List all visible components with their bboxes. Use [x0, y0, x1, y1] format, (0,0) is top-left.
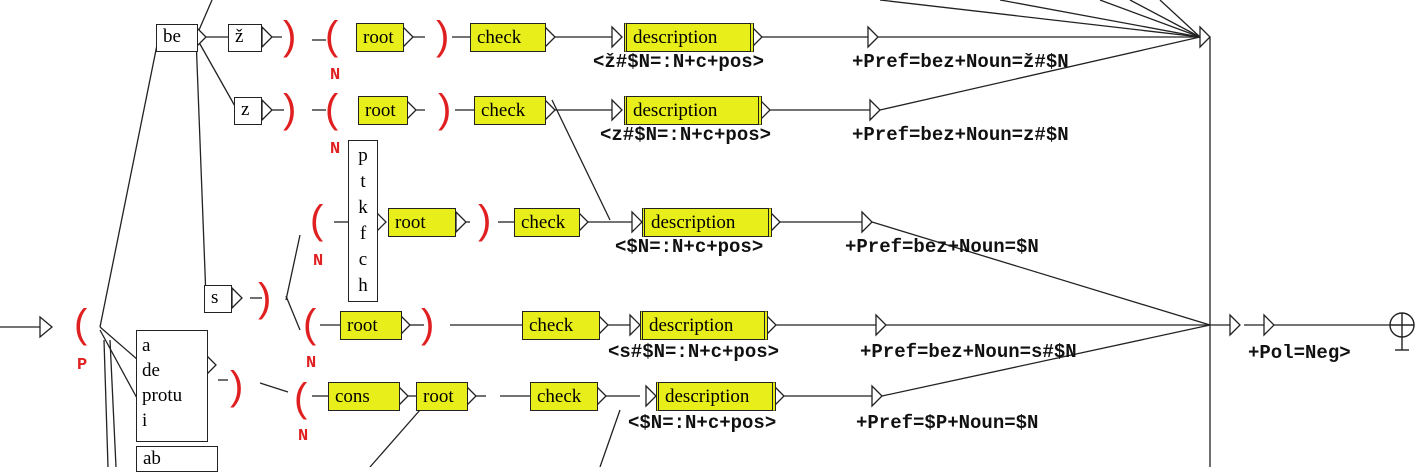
description-box-r2: description — [624, 96, 762, 125]
cons-box-r5: cons — [328, 382, 400, 411]
output-desc-r5: <$N=:N+c+pos> — [628, 412, 777, 434]
node-ab: ab — [136, 446, 218, 472]
open-paren-r1: ( — [325, 14, 339, 58]
var-n-r4: N — [306, 354, 317, 373]
output-tag-r2: +Pref=bez+Noun=z#$N — [852, 124, 1069, 146]
node-zh: ž — [228, 24, 262, 52]
root-box-r4: root — [340, 311, 402, 340]
open-paren-r4: ( — [303, 302, 317, 346]
root-box-r1: root — [356, 23, 404, 52]
open-paren-r3: ( — [310, 198, 324, 242]
description-box-r5: description — [656, 382, 776, 411]
open-paren-p: ( — [74, 302, 88, 346]
node-z: z — [234, 97, 262, 125]
output-tag-r1: +Pref=bez+Noun=ž#$N — [852, 51, 1069, 73]
output-tag-r3: +Pref=bez+Noun=$N — [845, 236, 1039, 258]
output-desc-r4: <s#$N=:N+c+pos> — [608, 341, 780, 363]
node-ptkfch: p t k f c h — [348, 140, 378, 302]
close-paren-r1b: ) — [436, 14, 450, 58]
close-paren-s: ) — [258, 276, 272, 320]
output-desc-r1: <ž#$N=:N+c+pos> — [593, 51, 765, 73]
node-be: be — [156, 24, 198, 52]
var-n-r1: N — [330, 66, 341, 85]
node-adeprotu: a de protu i — [136, 330, 208, 442]
close-paren-r2b: ) — [438, 87, 452, 131]
check-box-r2: check — [474, 96, 546, 125]
output-desc-r2: <z#$N=:N+c+pos> — [600, 124, 772, 146]
close-paren-r1: ) — [283, 14, 297, 58]
close-paren-r4: ) — [421, 302, 435, 346]
root-box-r2: root — [358, 96, 408, 125]
var-n-r3: N — [313, 252, 324, 271]
var-n-r5: N — [298, 427, 309, 446]
check-box-r5: check — [530, 382, 598, 411]
root-box-r3: root — [388, 208, 456, 237]
check-box-r4: check — [522, 311, 600, 340]
close-paren-ade: ) — [230, 364, 244, 408]
check-box-r3: check — [514, 208, 580, 237]
open-paren-r2: ( — [325, 87, 339, 131]
close-paren-r2: ) — [283, 87, 297, 131]
output-tag-r4: +Pref=bez+Noun=s#$N — [860, 341, 1077, 363]
node-s: s — [204, 285, 232, 313]
var-p: P — [77, 356, 88, 375]
open-paren-r5: ( — [294, 376, 308, 420]
output-desc-r3: <$N=:N+c+pos> — [615, 236, 764, 258]
root-box-r5: root — [416, 382, 468, 411]
description-box-r1: description — [624, 23, 754, 52]
var-n-r2: N — [330, 140, 341, 159]
output-final-tag: +Pol=Neg> — [1248, 342, 1351, 364]
description-box-r3: description — [642, 208, 772, 237]
output-tag-r5: +Pref=$P+Noun=$N — [856, 412, 1039, 434]
close-paren-r3: ) — [478, 198, 492, 242]
check-box-r1: check — [470, 23, 546, 52]
description-box-r4: description — [640, 311, 768, 340]
